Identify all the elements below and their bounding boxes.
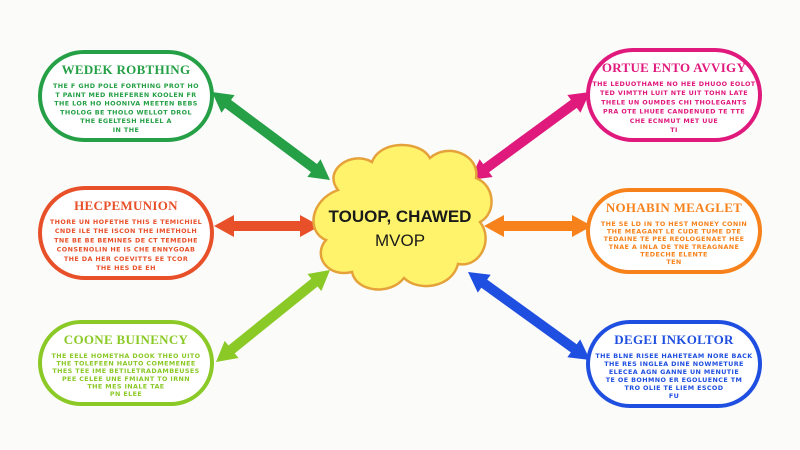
bubble-text-line: THE DA HER COEVITTS EE TCOR xyxy=(64,255,188,263)
topic-bubble-bottom-left: COONE BUINENCY THE EELE HOMETHA DOOK THEO… xyxy=(38,320,214,406)
bubble-text-line: THE F GHD POLE FORTHING PROT HO xyxy=(53,82,199,90)
bubble-text-line: THE EGELTESH HELEL A xyxy=(80,117,172,125)
bubble-text-line: CHE ECNMUT MET UUE xyxy=(630,117,718,125)
connector-arrow-middle-right xyxy=(484,215,592,237)
bubble-text-line: THE BLNE RISEE HAHETEAM NORE BACK xyxy=(595,352,753,360)
bubble-text-line: PN ELEE xyxy=(110,390,142,398)
center-topic-cloud: TOUOP, CHAWED MVOP xyxy=(312,143,493,291)
bubble-text-line: THE TOLEFEEN HAUTO COMEMENEE xyxy=(56,360,195,368)
bubble-text-line: IN THE xyxy=(113,126,139,134)
bubble-title: HECPEMUNION xyxy=(74,198,178,213)
bubble-title: COONE BUINENCY xyxy=(64,332,189,347)
topic-bubble-top-right: ORTUE ENTO AVVIGY THE LEDUOTHAME NO HEE D… xyxy=(586,48,762,142)
bubble-text-line: THORE UN HOFETHE THIS E TEMICHIEL xyxy=(50,218,202,226)
connector-arrow-bottom-left xyxy=(216,270,330,362)
bubble-text-line: THOLOG BE THOLO WELLOT DROL xyxy=(60,108,192,116)
bubble-outline xyxy=(586,48,762,142)
bubble-outline xyxy=(586,188,762,274)
bubble-text-line: THE EELE HOMETHA DOOK THEO UITO xyxy=(52,352,201,360)
bubble-text-line: TEN xyxy=(666,258,681,266)
bubble-text-line: THES TEE IME BETILETRADAMBEUSES xyxy=(52,367,199,375)
bubble-outline xyxy=(38,320,214,406)
bubble-text-line: TRO OLIE TE LIEM ESCOD xyxy=(625,384,724,392)
connector-arrow-top-left xyxy=(212,92,330,180)
bubble-text-line: THE LOR HO HOONIVA MEETEN BEBS xyxy=(54,100,197,108)
connector-arrow-bottom-right xyxy=(468,272,590,360)
bubble-outline xyxy=(38,50,214,142)
bubble-text-line: TNAE A INLA DE TNE TREAGNANE xyxy=(609,243,740,251)
topic-bubble-bottom-right: DEGEI INKOLTOR THE BLNE RISEE HAHETEAM NO… xyxy=(586,320,762,408)
bubble-text-line: FU xyxy=(669,392,679,400)
bubble-text-line: THELE UN OUMDES CHI THOLEGANTS xyxy=(601,98,747,106)
bubble-text-line: CNDE ILE THE ISCON THE IMETHOLH xyxy=(55,227,197,235)
bubble-text-line: THE MES INALE TAE xyxy=(87,382,164,390)
bubble-text-line: THE LEDUOTHAME NO HEE DHUOO EOLOT xyxy=(592,80,755,88)
bubble-text-line: CONSENOLIN HE IS CHE ENNYGOAB xyxy=(57,246,196,254)
bubble-title: WEDEK ROBTHING xyxy=(62,62,191,77)
topic-bubble-middle-right: NOHABIN MEAGLET THE SE LD IN TO HEST MONE… xyxy=(586,188,762,274)
bubble-text-line: TE OE BOHMNO ER EGOLUENCE TM xyxy=(606,376,743,384)
bubble-title: DEGEI INKOLTOR xyxy=(614,332,734,347)
bubble-text-line: TEDAINE TE PEE REOLOGENAET HEE xyxy=(604,235,745,243)
center-topic-title: TOUOP, CHAWED xyxy=(329,207,472,226)
bubble-text-line: THE SE LD IN TO HEST MONEY CONIN xyxy=(601,220,747,228)
bubble-text-line: THE HES DE EH xyxy=(96,264,156,272)
bubble-text-line: PEE CELEE UNE FMIANT TO IRNN xyxy=(62,375,190,383)
connector-arrow-middle-left xyxy=(214,215,320,237)
bubble-text-line: ELECEA AGN GANNE UN MENUTIE xyxy=(609,368,739,376)
bubble-text-line: TEDECHE ELENTE xyxy=(640,250,708,258)
topic-bubble-top-left: WEDEK ROBTHING THE F GHD POLE FORTHING PR… xyxy=(38,50,214,142)
bubble-text-line: THE MEAGANT LE CUDE TUME DTE xyxy=(607,228,741,236)
topic-bubble-middle-left: HECPEMUNION THORE UN HOFETHE THIS E TEMIC… xyxy=(38,186,214,280)
bubble-text-line: PRA OTE LHUEE CANDENUED TE TTE xyxy=(603,108,745,116)
center-cloud-shape xyxy=(312,143,493,291)
bubble-title: ORTUE ENTO AVVIGY xyxy=(602,60,747,75)
bubble-text-line: TNE BE BE BEMINES DE CT TEMEDHE xyxy=(54,236,198,244)
bubble-text-line: TI xyxy=(670,126,678,134)
bubble-title: NOHABIN MEAGLET xyxy=(606,200,742,215)
connector-arrow-top-right xyxy=(470,92,590,180)
bubble-outline xyxy=(38,186,214,280)
bubble-outline xyxy=(586,320,762,408)
bubble-text-line: THE RES INGLEA DINE NOWMETURE xyxy=(604,360,744,368)
center-topic-subtitle: MVOP xyxy=(375,231,425,250)
bubble-text-line: TED VIMTTH LUIT NTE UIT TOHN LATE xyxy=(600,89,748,97)
bubble-text-line: T PAINT MED RHEFEREN KOOLEN FR xyxy=(55,91,196,99)
